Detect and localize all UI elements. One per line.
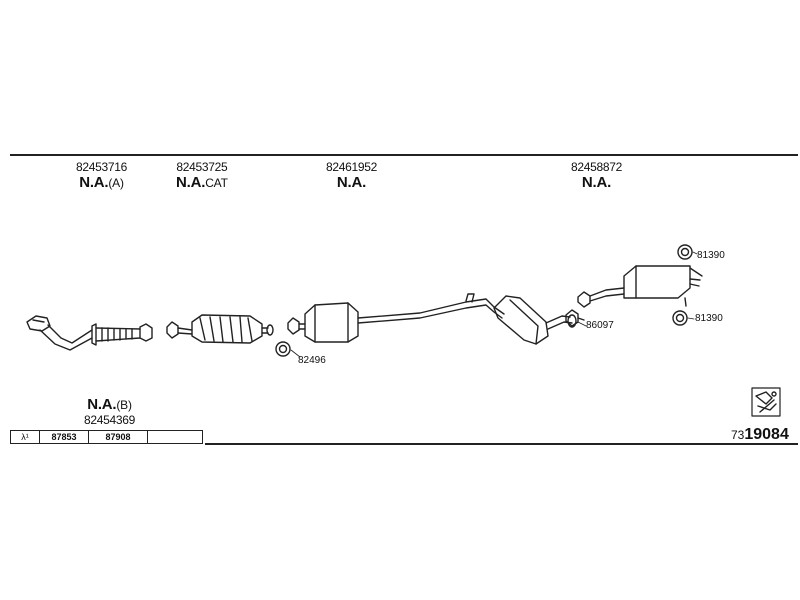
rear-silencer-drawing[interactable] — [577, 265, 703, 308]
illustration-icon — [751, 387, 781, 417]
part-number: 82461952 — [326, 160, 377, 174]
front-pipe-drawing[interactable] — [26, 315, 153, 351]
part-number-gasket-rear-top[interactable]: 81390 — [697, 250, 725, 261]
part-number-gasket-rear-bottom[interactable]: 81390 — [695, 313, 723, 324]
gasket-rear-bottom-drawing[interactable] — [672, 310, 688, 326]
ref-cell-2: 87908 — [89, 431, 148, 443]
ref-cell-1: 87853 — [40, 431, 89, 443]
availability-status: N.A. — [581, 174, 612, 191]
bottom-divider — [205, 443, 798, 445]
part-number: 82453716 — [76, 160, 127, 174]
gasket-rear-top-drawing[interactable] — [677, 244, 693, 260]
top-divider — [10, 154, 798, 156]
part-label-rear-silencer[interactable]: 82458872 N.A. — [571, 160, 622, 191]
catalytic-converter-drawing[interactable] — [166, 314, 274, 344]
part-number: 82458872 — [571, 160, 622, 174]
reference-table: λ¹ 87853 87908 — [10, 430, 203, 444]
part-label-front-pipe[interactable]: 82453716 N.A.(A) — [76, 160, 127, 191]
resonator-drawing[interactable] — [493, 295, 577, 345]
part-number-clamp-rear[interactable]: 86097 — [586, 320, 614, 331]
middle-silencer-drawing[interactable] — [287, 293, 505, 343]
gasket-mid-drawing[interactable] — [275, 341, 291, 357]
part-number: 82453725 — [176, 160, 228, 174]
availability-status: N.A. — [336, 174, 367, 191]
part-number: 82454369 — [84, 413, 135, 427]
part-number-gasket-mid[interactable]: 82496 — [298, 355, 326, 366]
ref-cell-3 — [148, 431, 202, 443]
availability-status: N.A.CAT — [176, 174, 228, 191]
lambda-cell: λ¹ — [11, 431, 40, 443]
availability-status: N.A.(A) — [79, 174, 124, 191]
diagram-id: 7319084 — [731, 426, 789, 443]
part-label-catalyst[interactable]: 82453725 N.A.CAT — [176, 160, 228, 191]
part-label-lower[interactable]: N.A.(B) 82454369 — [84, 396, 135, 427]
availability-status: N.A.(B) — [87, 396, 132, 413]
part-label-middle-silencer[interactable]: 82461952 N.A. — [326, 160, 377, 191]
